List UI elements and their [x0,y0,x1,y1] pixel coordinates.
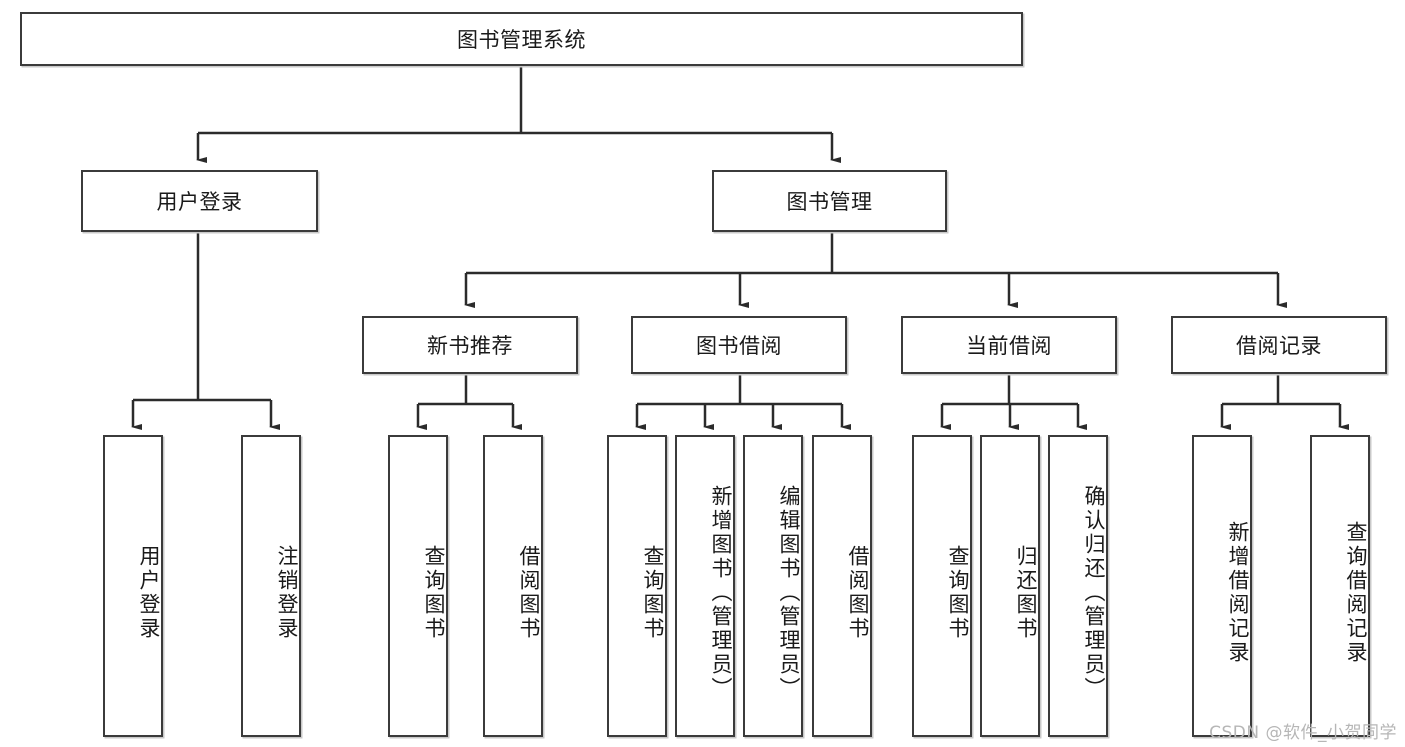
leaf-user-login-logout[interactable]: 注销登录 [241,435,301,737]
leaf-label: 新增图书（管理员） [709,485,733,701]
node-root-label: 图书管理系统 [457,28,586,52]
node-book-borrow-label: 图书借阅 [696,334,782,358]
node-borrow-record-label: 借阅记录 [1236,334,1322,358]
leaf-current-borrow-return[interactable]: 归还图书 [980,435,1040,737]
leaf-book-borrow-borrow[interactable]: 借阅图书 [812,435,872,737]
leaf-label: 用户登录 [137,545,161,641]
leaf-label: 归还图书 [1014,545,1038,641]
leaf-book-borrow-add[interactable]: 新增图书（管理员） [675,435,735,737]
leaf-new-book-query[interactable]: 查询图书 [388,435,448,737]
node-new-book-recommend-label: 新书推荐 [427,334,513,358]
leaf-label: 编辑图书（管理员） [777,485,801,701]
node-user-login-label: 用户登录 [156,190,243,214]
leaf-book-borrow-query[interactable]: 查询图书 [607,435,667,737]
leaf-label: 借阅图书 [517,545,541,641]
leaf-label: 注销登录 [275,545,299,641]
node-book-management[interactable]: 图书管理 [712,170,947,232]
node-root[interactable]: 图书管理系统 [20,12,1023,66]
leaf-borrow-record-query[interactable]: 查询借阅记录 [1310,435,1370,737]
leaf-new-book-borrow[interactable]: 借阅图书 [483,435,543,737]
leaf-label: 新增借阅记录 [1226,521,1250,665]
leaf-label: 确认归还（管理员） [1082,485,1106,701]
leaf-current-borrow-confirm-return[interactable]: 确认归还（管理员） [1048,435,1108,737]
leaf-label: 查询借阅记录 [1344,521,1368,665]
leaf-book-borrow-edit[interactable]: 编辑图书（管理员） [743,435,803,737]
leaf-current-borrow-query[interactable]: 查询图书 [912,435,972,737]
node-current-borrow-label: 当前借阅 [966,334,1052,358]
leaf-borrow-record-add[interactable]: 新增借阅记录 [1192,435,1252,737]
leaf-label: 查询图书 [422,545,446,641]
leaf-label: 借阅图书 [846,545,870,641]
node-new-book-recommend[interactable]: 新书推荐 [362,316,578,374]
node-book-borrow[interactable]: 图书借阅 [631,316,847,374]
node-user-login[interactable]: 用户登录 [81,170,318,232]
node-borrow-record[interactable]: 借阅记录 [1171,316,1387,374]
leaf-user-login-login[interactable]: 用户登录 [103,435,163,737]
node-book-management-label: 图书管理 [786,190,873,214]
leaf-label: 查询图书 [946,545,970,641]
node-current-borrow[interactable]: 当前借阅 [901,316,1117,374]
leaf-label: 查询图书 [641,545,665,641]
